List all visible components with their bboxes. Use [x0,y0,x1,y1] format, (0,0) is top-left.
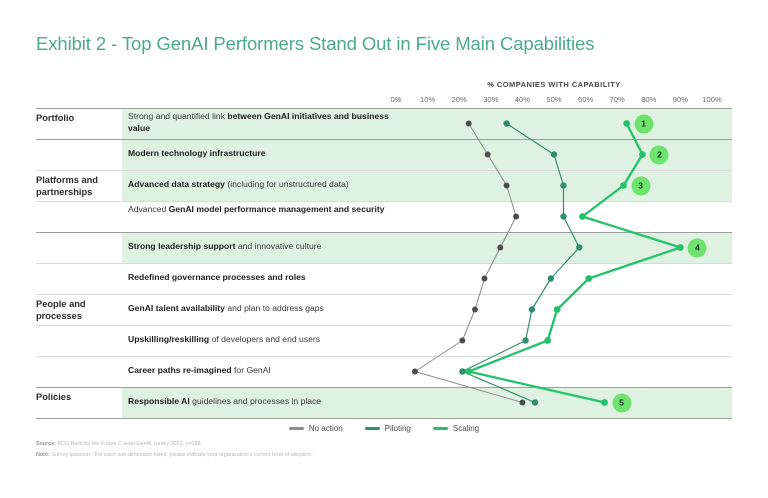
rank-badge-4: 4 [687,238,707,257]
group-label-platforms-and-partnerships: Platforms and partnerships [36,174,98,198]
row-label: Redefined governance processes and roles [128,271,306,282]
note-label: Note: [36,452,50,458]
legend-swatch-icon [432,427,448,430]
x-tick-60: 60% [577,95,594,104]
row-label: Strong and quantified link between GenAI… [128,111,389,133]
x-tick-30: 30% [483,95,499,104]
row-separator [36,418,732,419]
row-label: Advanced GenAI model performance managem… [128,204,385,214]
x-tick-100: 100% [702,95,722,104]
row-separator [36,201,732,202]
x-tick-50: 50% [546,95,562,104]
legend-item-no-action[interactable]: No action [288,424,343,433]
row-label: Upskilling/reskilling of developers and … [128,333,321,344]
row-separator [36,232,732,233]
legend-swatch-icon [288,427,304,430]
row-label: Strong leadership support and innovative… [128,240,322,251]
x-axis-ticks: 0% 10% 20% 30% 40% 50% 60% 70% 80% 90% 100% [0,95,768,107]
x-tick-20: 20% [451,95,467,104]
x-tick-80: 80% [641,95,657,104]
legend-item-piloting[interactable]: Piloting [364,424,411,433]
legend-label: No action [308,424,343,433]
chart-legend: No action Piloting Scaling [0,424,768,433]
row-separator [36,170,732,171]
rank-badge-1: 1 [634,114,654,133]
row-separator [36,325,732,326]
note-text: Survey question: “For each sub-dimension… [51,452,315,458]
rank-badge-2: 2 [649,145,669,164]
row-label: Responsible AI guidelines and processes … [128,395,322,406]
rank-badge-3: 3 [631,176,651,195]
legend-item-scaling[interactable]: Scaling [432,424,480,433]
x-tick-90: 90% [672,95,688,104]
x-tick-40: 40% [514,95,530,104]
source-footnote: Source: BCG Build for the Future C-level… [36,441,201,448]
row-label: Modern technology infrastructure [128,147,266,158]
source-text: BCG Build for the Future C-level GenAI s… [57,441,201,447]
chart-grid [36,108,732,419]
x-tick-0: 0% [390,95,402,104]
source-label: Source: [36,441,57,447]
rank-badge-5: 5 [612,393,632,412]
x-tick-10: 10% [419,95,436,104]
group-label-people-and-processes: People and processes [36,298,86,322]
group-label-policies: Policies [36,391,72,402]
row-separator [36,356,732,357]
row-separator [36,294,732,295]
row-label: Career paths re-imagined for GenAI [128,364,271,375]
axis-caption: % COMPANIES WITH CAPABILITY [487,80,621,89]
legend-label: Scaling [452,424,480,433]
x-tick-70: 70% [609,95,625,104]
page-title: Exhibit 2 - Top GenAI Performers Stand O… [36,33,595,54]
group-label-portfolio: Portfolio [36,112,75,123]
legend-label: Piloting [384,424,411,433]
legend-swatch-icon [364,427,380,430]
row-label: GenAI talent availability and plan to ad… [128,302,324,313]
row-separator [36,108,732,109]
note-footnote: Note: Survey question: “For each sub-dim… [36,452,315,459]
row-separator [36,263,732,264]
row-separator [36,387,732,388]
row-separator [36,139,732,140]
row-label: Advanced data strategy (including for un… [128,178,349,189]
